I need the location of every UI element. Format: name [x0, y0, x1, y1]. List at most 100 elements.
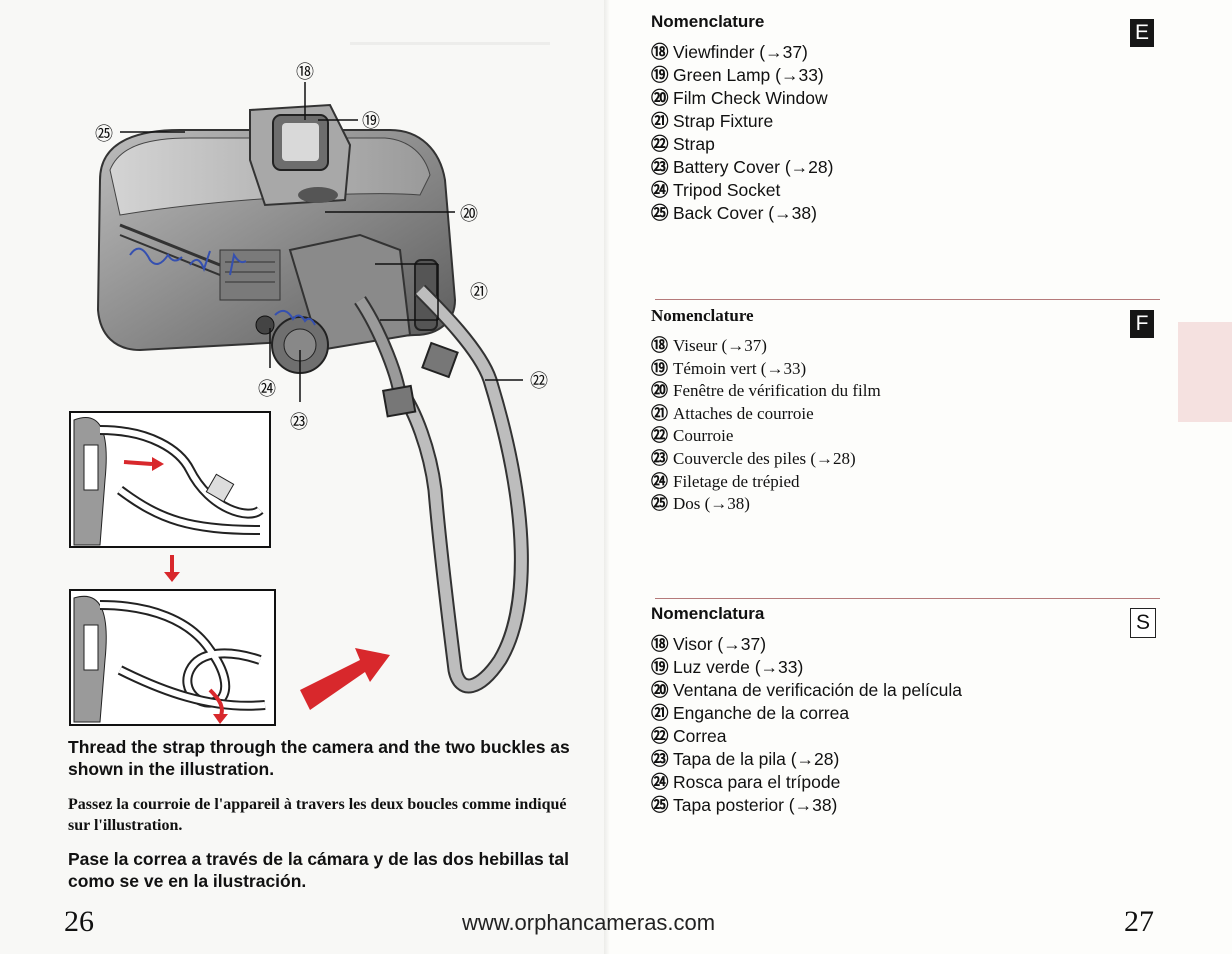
page-number-right: 27 [1124, 905, 1154, 938]
item-number: ⑱ [651, 634, 669, 654]
item-label: Fenêtre de vérification du film [673, 381, 881, 401]
item-number: ⑱ [651, 42, 669, 62]
item-number: ㉑ [651, 403, 668, 423]
right-page [610, 0, 1232, 954]
item-number: ⑲ [651, 657, 669, 677]
item-label: Filetage de trépied [673, 471, 800, 491]
language-badge-spanish: S [1130, 608, 1156, 638]
footer-url: www.orphancameras.com [462, 910, 716, 935]
item-label: Luz verde (→33) [673, 657, 804, 677]
item-label: Ventana de verificación de la película [673, 680, 962, 700]
item-number: ㉑ [651, 111, 669, 131]
item-number: ㉒ [651, 726, 669, 746]
item-number: ⑲ [651, 358, 668, 378]
item-label: Rosca para el trípode [673, 772, 841, 792]
callout-20: ⑳ [460, 204, 478, 224]
item-number: ㉔ [651, 180, 669, 200]
book-spine [604, 0, 614, 954]
item-label: Tapa de la pila (→28) [673, 749, 840, 769]
camera-body [96, 103, 457, 374]
inset-step-2 [69, 589, 276, 726]
divider-2 [655, 598, 1160, 599]
item-number: ㉑ [651, 703, 669, 723]
item-label: Courroie [673, 426, 734, 446]
item-label: Green Lamp (→33) [673, 65, 824, 85]
caption-french: Passez la courroie de l'appareil à trave… [68, 796, 567, 834]
item-label: Attaches de courroie [673, 403, 814, 423]
item-number: ㉓ [651, 157, 669, 177]
heading-french: Nomenclature [651, 306, 754, 325]
item-number: ㉕ [651, 203, 669, 223]
item-label: Témoin vert (→33) [673, 358, 807, 378]
callout-24: ㉔ [258, 379, 276, 399]
item-label: Strap Fixture [673, 111, 774, 131]
item-number: ㉕ [651, 795, 669, 815]
item-number: ㉒ [651, 426, 668, 446]
callout-23: ㉓ [290, 412, 308, 432]
callout-18: ⑱ [296, 62, 314, 82]
item-label: Battery Cover (→28) [673, 157, 834, 177]
big-red-arrow [300, 648, 390, 710]
item-label: Strap [673, 134, 715, 154]
callout-22: ㉒ [530, 371, 548, 391]
item-label: Viseur (→37) [673, 336, 767, 355]
item-number: ㉔ [651, 471, 668, 491]
item-number: ⑱ [651, 336, 668, 355]
caption-english: Thread the strap through the camera and … [68, 737, 570, 779]
item-number: ㉕ [651, 494, 668, 514]
item-label: Couvercle des piles (→28) [673, 448, 856, 468]
caption-spanish: Pase la correa a través de la cámara y d… [68, 849, 569, 891]
item-number: ⑳ [651, 381, 668, 401]
callout-19: ⑲ [362, 111, 380, 131]
item-number: ㉓ [651, 448, 668, 468]
item-number: ㉓ [651, 749, 669, 769]
item-number: ㉔ [651, 772, 669, 792]
item-label: Back Cover (→38) [673, 203, 817, 223]
callout-25: ㉕ [95, 124, 113, 144]
item-number: ㉒ [651, 134, 669, 154]
item-label: Viewfinder (→37) [673, 42, 808, 62]
item-label: Enganche de la correa [673, 703, 850, 723]
item-number: ⑳ [651, 680, 669, 700]
callout-21: ㉑ [470, 282, 488, 302]
item-label: Dos (→38) [673, 494, 750, 514]
item-label: Visor (→37) [673, 634, 767, 654]
language-badge-english: E [1130, 19, 1154, 47]
divider-1 [655, 299, 1160, 300]
item-label: Tapa posterior (→38) [673, 795, 838, 815]
left-page: ⑱ ⑲ ㉕ ⑳ ㉑ ㉒ ㉔ ㉓ [0, 0, 610, 954]
item-number: ⑲ [651, 65, 669, 85]
language-badge-french: F [1130, 310, 1154, 338]
page-number-left: 26 [64, 905, 94, 938]
callout-leaders [120, 82, 523, 402]
section-color-tab [1178, 322, 1232, 422]
